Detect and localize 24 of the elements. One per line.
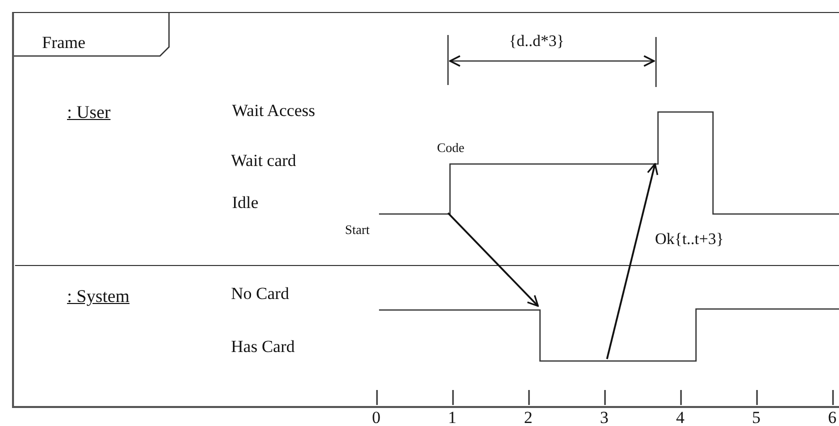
message-label: Start bbox=[345, 222, 370, 238]
edge-label: Ok{t..t+3} bbox=[655, 231, 724, 249]
tick-label: 4 bbox=[676, 408, 684, 426]
lifeline-name: : User bbox=[67, 102, 110, 123]
state-label: No Card bbox=[231, 284, 290, 304]
frame-title: Frame bbox=[42, 33, 86, 53]
state-label: Idle bbox=[232, 193, 258, 213]
duration-constraint: {d..d*3} bbox=[509, 33, 564, 51]
tick-label: 3 bbox=[600, 408, 608, 426]
tick-label: 1 bbox=[448, 408, 456, 426]
state-label: Has Card bbox=[231, 337, 295, 357]
lifeline-name: : System bbox=[67, 286, 130, 307]
tick-label: 5 bbox=[752, 408, 760, 426]
message-label: Code bbox=[437, 140, 464, 156]
message-arrow bbox=[606, 163, 658, 360]
tick-label: 6 bbox=[828, 408, 836, 426]
tick-label: 0 bbox=[372, 408, 380, 426]
frame-border bbox=[12, 12, 839, 408]
state-timeline bbox=[379, 308, 839, 362]
state-timeline bbox=[379, 111, 839, 215]
state-label: Wait Access bbox=[232, 101, 316, 121]
state-label: Wait card bbox=[231, 151, 296, 171]
tick-label: 2 bbox=[524, 408, 532, 426]
message-arrow bbox=[447, 212, 539, 307]
